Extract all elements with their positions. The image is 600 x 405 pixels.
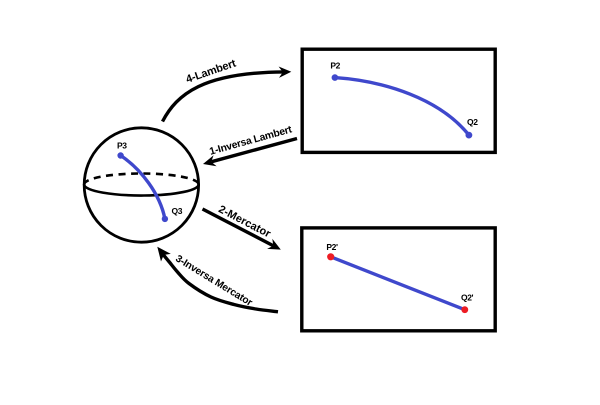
svg-text:P3: P3 (117, 141, 127, 151)
svg-text:P2: P2 (330, 60, 340, 70)
svg-text:P2': P2' (326, 242, 338, 252)
svg-text:Q3: Q3 (172, 206, 183, 216)
svg-text:Q2': Q2' (461, 293, 474, 303)
svg-text:Q2: Q2 (467, 117, 478, 127)
